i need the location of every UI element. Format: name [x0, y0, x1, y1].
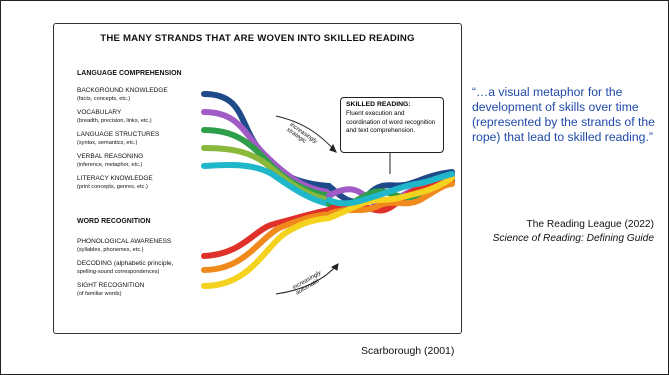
lc-item-sub: (breadth, precision, links, etc.): [77, 118, 152, 124]
lc-item-label: LITERACY KNOWLEDGE: [77, 175, 153, 182]
language-comprehension-heading: LANGUAGE COMPREHENSION: [77, 70, 182, 77]
wr-item-label: PHONOLOGICAL AWARENESS: [77, 238, 172, 245]
wr-item-decoding: DECODING (alphabetic principle, spelling…: [77, 260, 173, 276]
lc-item-label: VOCABULARY: [77, 109, 122, 116]
strand-literacy-knowledge: [201, 161, 332, 207]
lc-item-background-knowledge: BACKGROUND KNOWLEDGE (facts, concepts, e…: [77, 87, 168, 103]
lc-item-verbal-reasoning: VERBAL REASONING (inference, metaphor, e…: [77, 153, 143, 169]
lc-item-label: LANGUAGE STRUCTURES: [77, 131, 160, 138]
arrowhead-strategic: [329, 143, 337, 153]
wr-item-sub: (of familiar words): [77, 291, 122, 297]
braided-rope: [326, 169, 455, 221]
word-recognition-heading: WORD RECOGNITION: [77, 218, 151, 225]
lc-item-sub: (syntax, semantics, etc.): [77, 140, 138, 146]
wr-item-sight-recognition: SIGHT RECOGNITION (of familiar words): [77, 282, 144, 298]
lc-item-literacy-knowledge: LITERACY KNOWLEDGE (print concepts, genr…: [77, 175, 153, 191]
strand-phonological-awareness: [201, 207, 332, 259]
lc-item-sub: (print concepts, genres, etc.): [77, 184, 148, 190]
wr-item-sub: spelling-sound correspondences): [77, 269, 160, 275]
quote-text: “…a visual metaphor for the development …: [472, 85, 655, 144]
strand-decoding: [201, 211, 332, 273]
strand-sight-recognition: [201, 215, 332, 289]
wr-item-label: DECODING (alphabetic principle,: [77, 260, 174, 267]
source-line-2: Science of Reading: Defining Guide: [492, 233, 654, 244]
arrowhead-automatic: [330, 263, 339, 271]
lc-item-vocabulary: VOCABULARY (breadth, precision, links, e…: [77, 109, 152, 125]
wr-item-sub: (syllables, phonemes, etc.): [77, 247, 144, 253]
source-line-1: The Reading League (2022): [526, 219, 654, 230]
lc-item-language-structures: LANGUAGE STRUCTURES (syntax, semantics, …: [77, 131, 159, 147]
wr-item-label: SIGHT RECOGNITION: [77, 282, 145, 289]
rope-figure: THE MANY STRANDS THAT ARE WOVEN INTO SKI…: [53, 23, 462, 334]
wr-item-phonological-awareness: PHONOLOGICAL AWARENESS (syllables, phone…: [77, 238, 171, 254]
strand-verbal-reasoning: [201, 145, 332, 203]
skilled-reading-box: SKILLED READING: Fluent execution and co…: [340, 97, 444, 153]
rope-strands-diagram: [201, 91, 455, 295]
strand-vocabulary: [201, 109, 332, 195]
lc-item-label: VERBAL REASONING: [77, 153, 144, 160]
skilled-reading-body: Fluent execution and coordination of wor…: [346, 110, 436, 134]
skilled-reading-title: SKILLED READING:: [346, 101, 411, 108]
lc-item-sub: (inference, metaphor, etc.): [77, 162, 143, 168]
figure-credit: Scarborough (2001): [361, 345, 455, 357]
figure-title: THE MANY STRANDS THAT ARE WOVEN INTO SKI…: [100, 33, 415, 44]
lc-item-sub: (facts, concepts, etc.): [77, 96, 131, 102]
lc-item-label: BACKGROUND KNOWLEDGE: [77, 87, 168, 94]
